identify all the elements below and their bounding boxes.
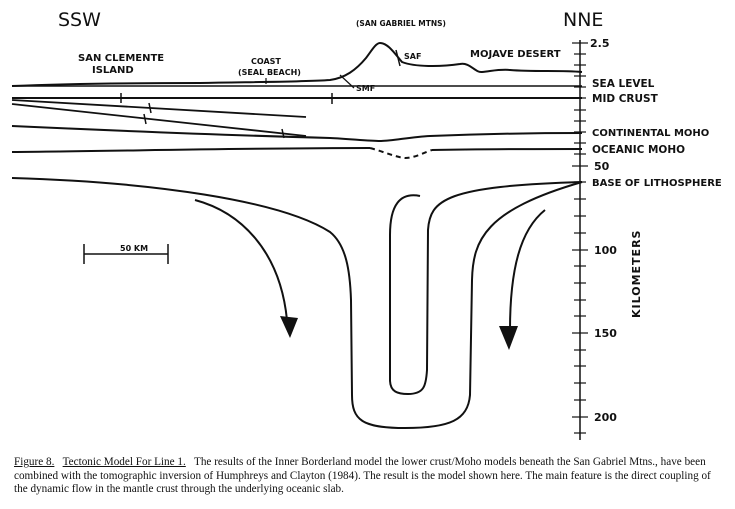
caption-spacer <box>57 456 60 468</box>
nne-label: NNE <box>563 9 603 31</box>
lower-crust-line-upper <box>11 99 307 118</box>
depth-tick-label: 150 <box>594 327 617 340</box>
layer-label-mid-crust: MID CRUST <box>592 93 659 105</box>
flow-arrow-head-east <box>499 326 518 350</box>
depth-tick-label: 200 <box>594 411 617 424</box>
depth-tick-label: 50 <box>594 160 610 173</box>
caption-title: Tectonic Model For Line 1. <box>62 456 186 468</box>
lower-crust-tick <box>148 102 152 114</box>
ssw-label: SSW <box>58 9 101 31</box>
depth-axis-ticks <box>572 42 588 434</box>
flow-arrow-shaft-west <box>194 199 288 321</box>
san-clemente-label: SAN CLEMENTE <box>78 53 164 64</box>
depth-tick-label: 2.5 <box>590 37 610 50</box>
flow-arrow-shaft-east <box>509 209 546 331</box>
topography-line <box>11 41 583 87</box>
island-label: ISLAND <box>92 65 134 76</box>
tectonic-model-diagram: SSW NNE (SAN GABRIEL MTNS) SAN CLEMENTE … <box>11 9 722 440</box>
layer-label-oceanic-moho: OCEANIC MOHO <box>592 144 685 156</box>
oceanic-moho-line <box>11 147 371 153</box>
lower-crust-line-lower <box>11 103 307 137</box>
slab-outer-boundary <box>11 177 583 430</box>
flow-arrow-head-west <box>280 316 298 338</box>
caption-spacer <box>189 456 192 468</box>
caption-text: The results of the Inner Borderland mode… <box>14 456 711 495</box>
saf-label: SAF <box>404 52 421 61</box>
depth-tick-label: 100 <box>594 244 617 257</box>
saf-fault-mark <box>395 49 401 67</box>
seal-beach-label: (SEAL BEACH) <box>238 68 301 77</box>
layer-label-continental-moho: CONTINENTAL MOHO <box>592 128 709 139</box>
layer-label-base-of-lithosphere: BASE OF LITHOSPHERE <box>592 178 722 189</box>
smf-label: SMF <box>356 84 375 93</box>
layer-label-sea-level: SEA LEVEL <box>592 78 655 90</box>
figure-caption: Figure 8. Tectonic Model For Line 1. The… <box>14 456 726 497</box>
scale-bar-label: 50 KM <box>120 244 148 253</box>
lower-crust-tick <box>143 113 147 125</box>
continental-moho-line <box>11 125 583 143</box>
slab-inner-boundary <box>389 181 583 396</box>
mojave-label: MOJAVE DESERT <box>470 49 561 60</box>
caption-label: Figure 8. <box>14 456 55 468</box>
depth-axis-title: KILOMETERS <box>630 230 643 318</box>
oceanic-moho-dashed <box>369 147 433 160</box>
coast-label: COAST <box>251 57 281 66</box>
oceanic-moho-line-east <box>431 148 583 151</box>
san-gabriel-label: (SAN GABRIEL MTNS) <box>356 19 446 28</box>
